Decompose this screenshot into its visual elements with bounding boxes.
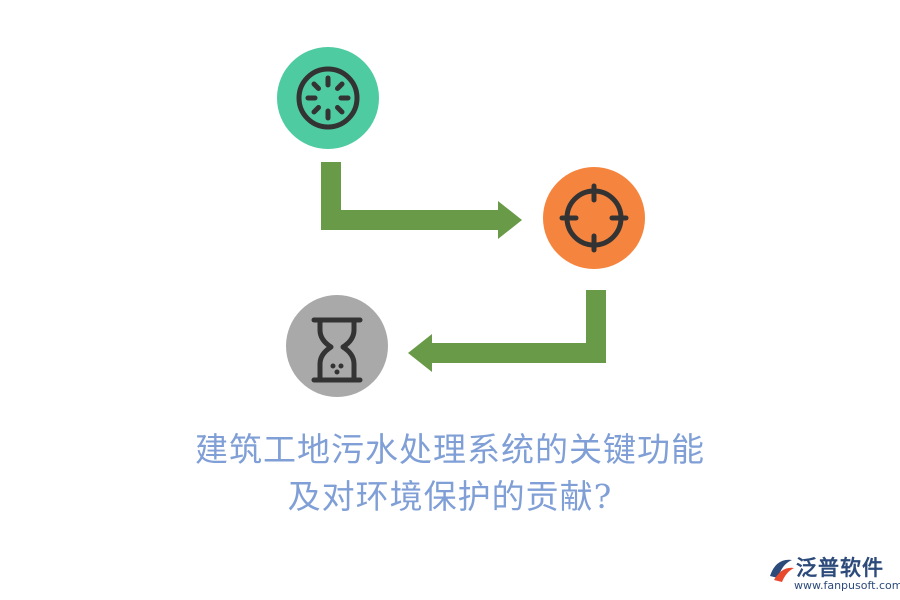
hourglass-icon (311, 317, 363, 383)
crosshair-target-icon (559, 183, 629, 253)
brand-name: 泛普软件 (796, 556, 884, 580)
step-3-node (286, 295, 388, 397)
brand-logo: 泛普软件 www.fanpusoft.com (766, 552, 900, 596)
loading-spinner-icon (296, 66, 360, 130)
arrow-step1-to-step2 (321, 162, 522, 239)
flow-diagram (277, 47, 645, 397)
title-line-1: 建筑工地污水处理系统的关键功能 (195, 430, 705, 469)
brand-mark-icon (770, 559, 794, 582)
title-line-2: 及对环境保护的贡献? (287, 477, 613, 516)
arrow-step2-to-step3 (408, 290, 606, 372)
step-1-node (277, 47, 379, 149)
brand-website: www.fanpusoft.com (794, 579, 900, 592)
step-2-node (543, 167, 645, 269)
